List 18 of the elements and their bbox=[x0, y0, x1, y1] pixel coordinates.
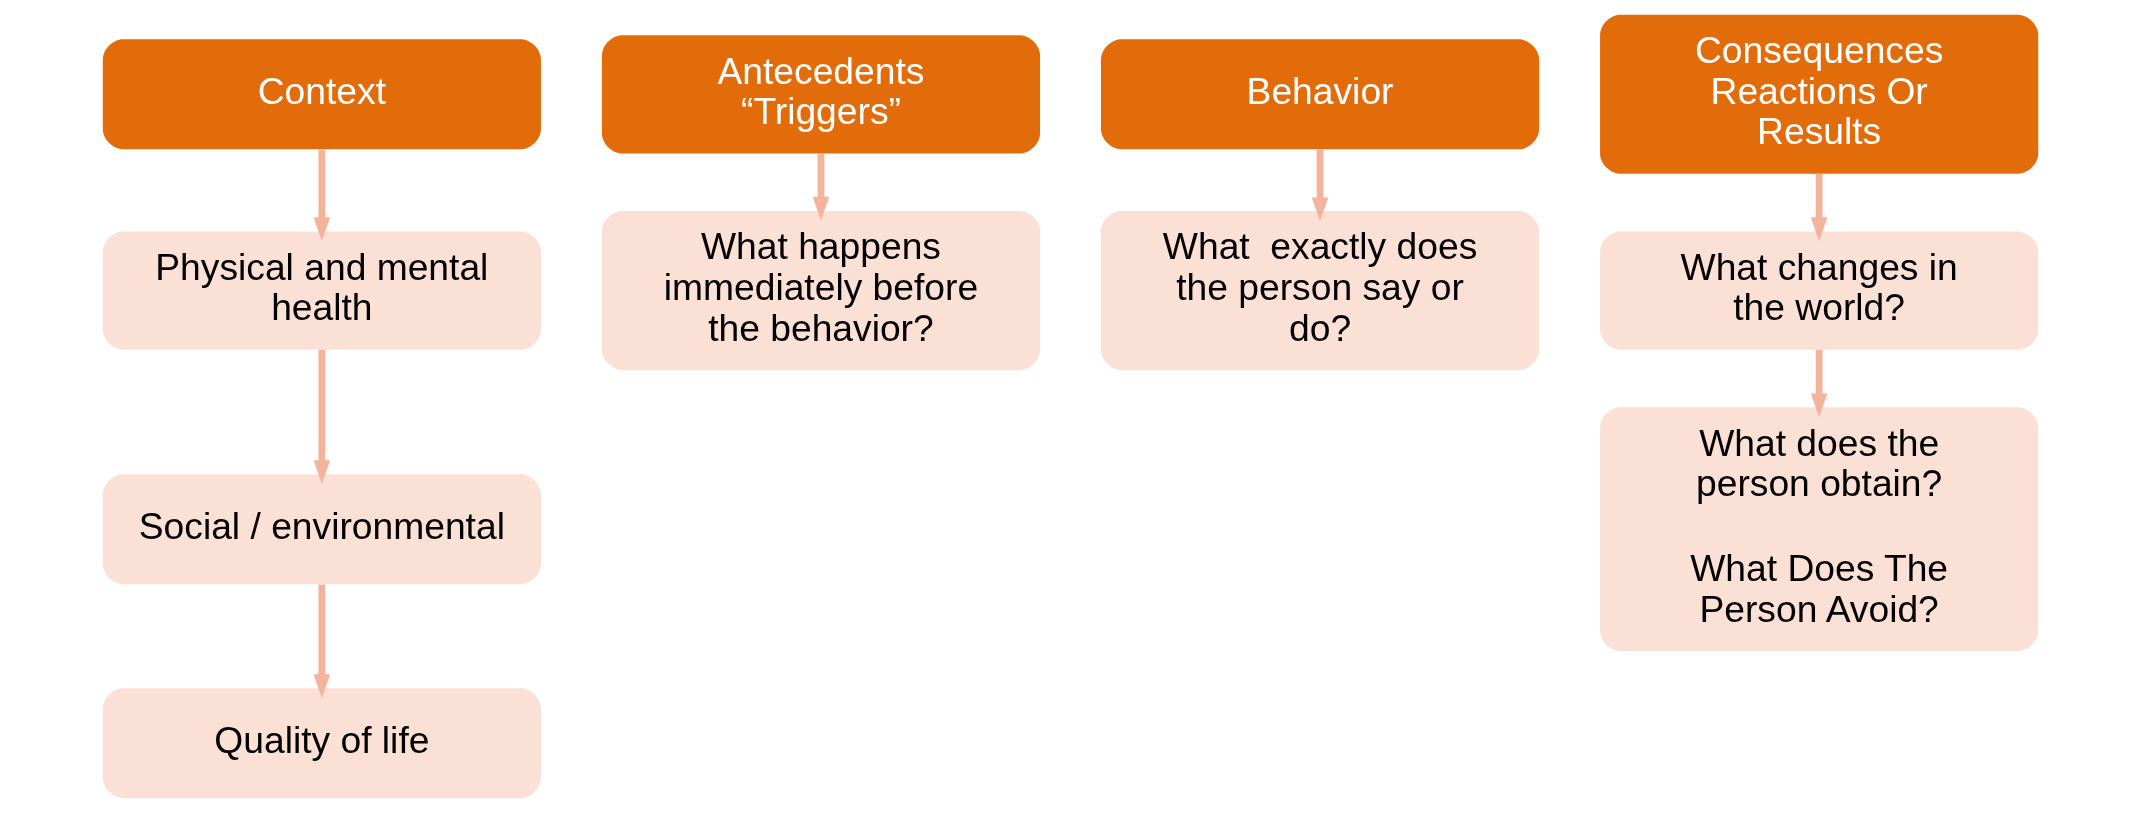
arrow bbox=[313, 349, 331, 484]
arrow bbox=[1810, 349, 1828, 418]
node-box: What happens immediately before the behavior? bbox=[601, 211, 1041, 371]
node-box: What exactly does the person say or do? bbox=[1100, 211, 1540, 371]
arrow bbox=[1311, 149, 1329, 222]
arrow bbox=[812, 153, 830, 221]
arrow bbox=[313, 584, 331, 699]
arrow bbox=[1810, 173, 1828, 242]
node-box: Context bbox=[102, 39, 541, 150]
node-box: What does the person obtain? What Does The Person Avoid? bbox=[1600, 407, 2039, 651]
node-box: Consequences Reactions Or Results bbox=[1600, 14, 2039, 174]
node-box: Social / environmental bbox=[102, 474, 541, 585]
node-box: Physical and mental health bbox=[102, 231, 541, 350]
arrow bbox=[313, 149, 331, 241]
node-box: Behavior bbox=[1100, 39, 1540, 150]
node-box: Antecedents “Triggers” bbox=[601, 35, 1041, 154]
node-box: Quality of life bbox=[102, 688, 541, 799]
node-box: What changes in the world? bbox=[1600, 231, 2039, 350]
